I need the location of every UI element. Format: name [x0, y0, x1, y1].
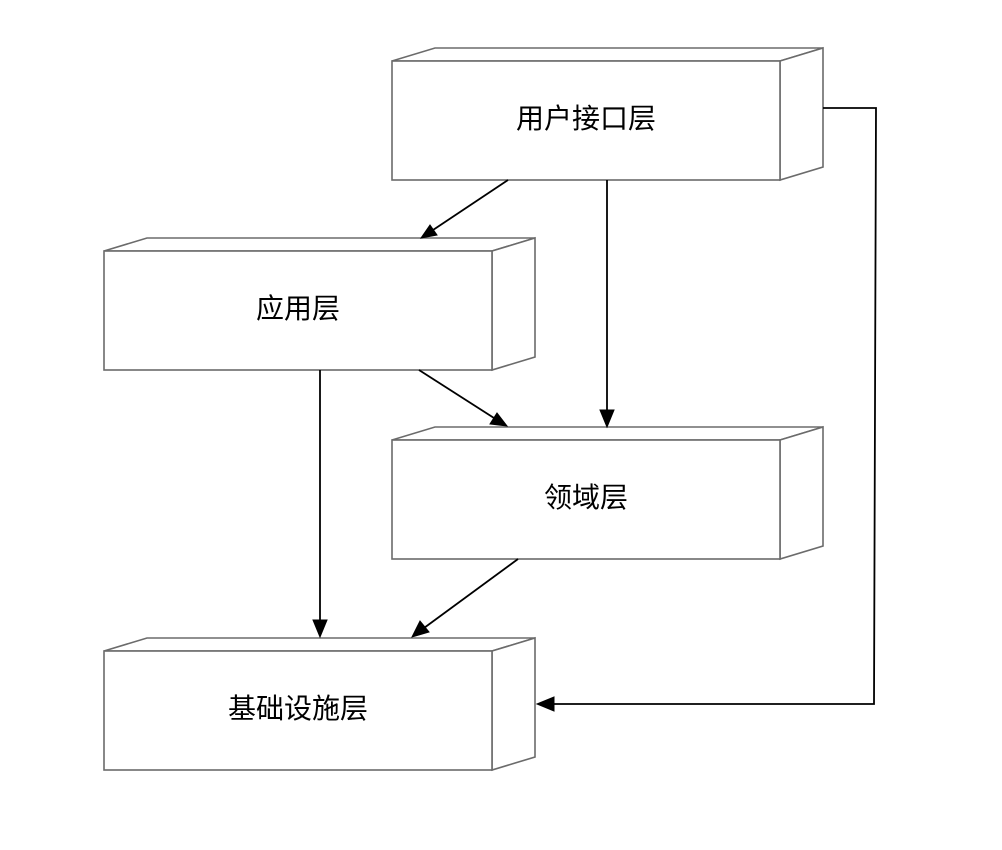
ui-layer-top-face	[391, 47, 824, 62]
application-layer-top-face	[103, 237, 536, 252]
ui-layer-node[interactable]: 用户接口层	[391, 46, 824, 182]
ui-layer-front-face	[391, 60, 781, 181]
arrowhead-icon	[419, 224, 438, 239]
arrowhead-icon	[489, 412, 509, 427]
infrastructure-layer-label: 基础设施层	[228, 692, 368, 725]
arrowhead-icon	[312, 619, 328, 639]
edge-ui-to-domain	[599, 180, 615, 429]
domain-layer-label: 领域层	[544, 481, 628, 514]
ui-layer-label: 用户接口层	[516, 102, 656, 135]
arrowhead-icon	[411, 620, 430, 638]
application-layer-node[interactable]: 应用层	[103, 236, 536, 372]
infrastructure-layer-node[interactable]: 基础设施层	[103, 636, 536, 772]
application-layer-label: 应用层	[256, 292, 340, 325]
arrowhead-icon	[535, 696, 555, 712]
infrastructure-layer-front-face	[103, 650, 493, 771]
domain-layer-top-face	[391, 426, 824, 441]
arrowhead-icon	[599, 409, 615, 429]
edge-application-to-infrastructure	[312, 370, 328, 639]
edge-domain-to-infrastructure	[411, 558, 519, 638]
edge-ui-to-infrastructure	[535, 107, 877, 712]
application-layer-front-face	[103, 250, 493, 371]
ui-layer-side-face	[779, 46, 824, 182]
domain-layer-side-face	[779, 425, 824, 561]
edge-ui-to-application	[419, 179, 509, 239]
infrastructure-layer-side-face	[491, 636, 536, 772]
domain-layer-node[interactable]: 领域层	[391, 425, 824, 561]
domain-layer-front-face	[391, 439, 781, 560]
edge-application-to-domain	[418, 369, 509, 427]
infrastructure-layer-top-face	[103, 637, 536, 652]
application-layer-side-face	[491, 236, 536, 372]
